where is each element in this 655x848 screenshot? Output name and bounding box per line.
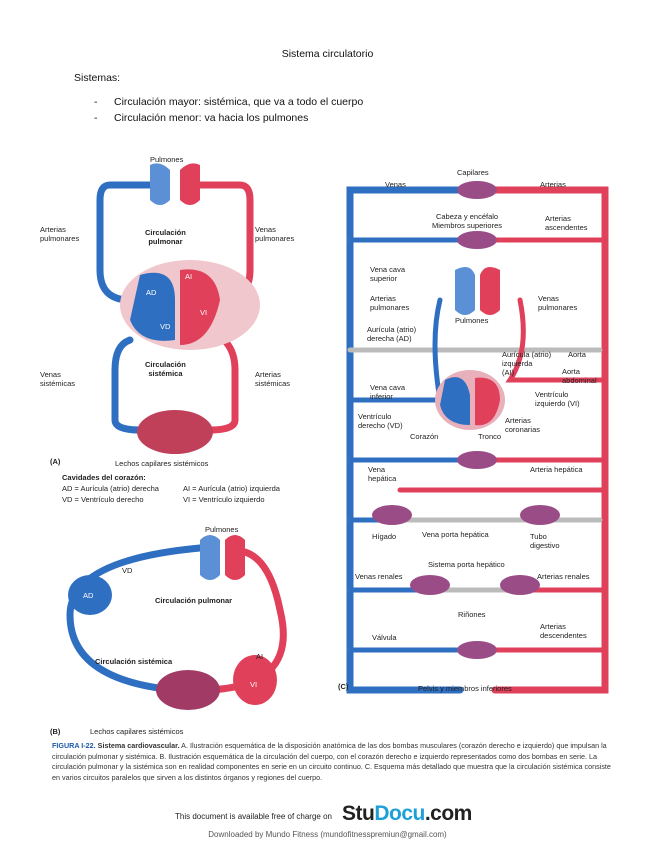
page-title: Sistema circulatorio <box>281 48 374 60</box>
caption-text: A. Ilustración esquemática de la disposi… <box>52 741 611 782</box>
footer-available: This document is available free of charg… <box>175 812 332 821</box>
caption-figure-number: FIGURA I-22. <box>52 741 96 750</box>
studocu-logo[interactable]: StuDocu.com <box>342 802 472 825</box>
label-venas: Venas <box>385 180 406 189</box>
label-cabeza: Cabeza y encéfalo Miembros superiores <box>432 212 503 230</box>
label-aorta: Aorta <box>568 350 586 359</box>
label-arterias-cor: Arterias coronarias <box>505 416 541 434</box>
label-VD: VD <box>160 322 171 331</box>
label-ventriculo-izq: Ventrículo izquierdo (VI) <box>535 390 580 408</box>
label-VD-b: VD <box>122 566 133 575</box>
label-lechos: Lechos capilares sistémicos <box>115 459 209 468</box>
label-pulmones-c: Pulmones <box>455 316 489 325</box>
cavidad-vi: VI = Ventrículo izquierdo <box>183 495 265 504</box>
label-AD-b: AD <box>83 591 94 600</box>
label-tronco: Tronco <box>478 432 502 441</box>
bullet-marker: - <box>94 112 98 124</box>
label-venas-pulmonares: Venas pulmonares <box>255 225 295 243</box>
label-AD: AD <box>146 288 157 297</box>
label-aorta-abd: Aorta abdominal <box>562 367 597 385</box>
label-circ-pulmonar: Circulación pulmonar <box>145 228 186 246</box>
label-venas-sistemicas: Venas sistémicas <box>40 370 76 388</box>
cavidad-ai: AI = Aurícula (atrio) izquierda <box>183 484 280 493</box>
label-vena-hep: Vena hepática <box>368 465 397 483</box>
label-arterias: Arterias <box>540 180 566 189</box>
label-arterias-renales: Arterias renales <box>537 572 590 581</box>
panel-c-tag: (C) <box>338 682 349 691</box>
label-vena-cava-sup: Vena cava superior <box>370 265 406 283</box>
footer-downloaded: Downloaded by Mundo Fitness (mundofitnes… <box>208 830 447 839</box>
label-rinones: Riñones <box>458 610 486 619</box>
label-pulmones: Pulmones <box>150 155 184 164</box>
label-VI: VI <box>200 308 208 317</box>
label-arterias-desc: Arterias descendentes <box>540 622 587 640</box>
label-AI-b: AI <box>256 652 264 661</box>
cavidad-vd: VD = Ventrículo derecho <box>62 495 144 504</box>
label-venas-pulm: Venas pulmonares <box>538 294 578 312</box>
bullet-marker: - <box>94 96 98 108</box>
caption-title: Sistema cardiovascular. <box>97 741 180 750</box>
label-lechos-b: Lechos capilares sistémicos <box>90 727 184 736</box>
label-circ-pulmonar-b: Circulación pulmonar <box>155 596 233 605</box>
label-pelvis: Pelvis y miembros inferiores <box>418 684 512 693</box>
figure-caption: FIGURA I-22. Sistema cardiovascular. A. … <box>52 741 612 783</box>
label-arteria-hep: Arteria hepática <box>530 465 583 474</box>
label-arterias-asc: Arterias ascendentes <box>545 214 588 232</box>
label-vena-cava-inf: Vena cava inferior <box>370 383 406 401</box>
label-circ-sistemica-b: Circulación sistémica <box>95 657 173 666</box>
cavidad-ad: AD = Aurícula (atrio) derecha <box>62 484 159 493</box>
label-circ-sistemica: Circulación sistémica <box>145 360 186 378</box>
label-VI-b: VI <box>250 680 258 689</box>
label-tubo: Tubo digestivo <box>530 532 560 550</box>
bullet-item: Circulación mayor: sistémica, que va a t… <box>114 96 364 108</box>
label-corazon: Corazón <box>410 432 439 441</box>
label-vena-porta: Vena porta hepática <box>422 530 489 539</box>
label-higado: Hígado <box>372 532 397 541</box>
panel-a-tag: (A) <box>50 457 61 466</box>
label-pulmones-b: Pulmones <box>205 525 239 534</box>
label-auricula-izq: Aurícula (atrio) izquierda (AI) <box>502 350 552 377</box>
label-auricula-der: Aurícula (atrio) derecha (AD) <box>367 325 417 343</box>
bullet-item: Circulación menor: va hacia los pulmones <box>114 112 309 124</box>
label-valvula: Válvula <box>372 633 397 642</box>
label-sistema-porta: Sistema porta hepático <box>428 560 505 569</box>
cavidades-title: Cavidades del corazón: <box>62 473 146 482</box>
label-ventriculo-der: Ventrículo derecho (VD) <box>358 412 403 430</box>
panel-b-tag: (B) <box>50 727 61 736</box>
label-venas-renales: Venas renales <box>355 572 403 581</box>
label-capilares: Capilares <box>457 168 489 177</box>
label-AI: AI <box>185 272 193 281</box>
systems-heading: Sistemas: <box>74 72 121 84</box>
label-arterias-pulm: Arterias pulmonares <box>370 294 410 312</box>
label-arterias-sistemicas: Arterias sistémicas <box>255 370 291 388</box>
label-arterias-pulmonares: Arterias pulmonares <box>40 225 80 243</box>
